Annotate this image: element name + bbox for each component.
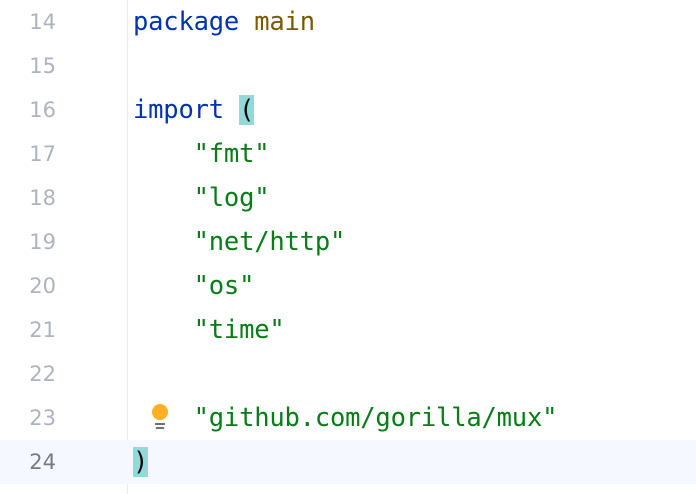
line-number[interactable]: 14 xyxy=(29,10,56,34)
code-text[interactable]: "net/http" xyxy=(133,220,346,264)
line-number[interactable]: 22 xyxy=(29,362,56,386)
code-line[interactable]: 18 "log" xyxy=(0,176,696,220)
code-text[interactable]: "os" xyxy=(133,264,255,308)
code-line[interactable]: 16 import ( xyxy=(0,88,696,132)
matched-brace: ( xyxy=(239,95,255,125)
code-token xyxy=(224,95,239,125)
code-token xyxy=(133,315,194,345)
code-line[interactable]: 20 "os" xyxy=(0,264,696,308)
code-token xyxy=(133,271,194,301)
code-text[interactable]: import ( xyxy=(133,88,254,132)
code-token: "net/http" xyxy=(193,227,346,257)
matched-brace: ) xyxy=(133,447,149,477)
line-number[interactable]: 23 xyxy=(29,406,56,430)
code-text[interactable]: package main xyxy=(133,0,315,44)
line-number[interactable]: 20 xyxy=(29,274,56,298)
code-token xyxy=(239,7,254,37)
code-line[interactable]: 19 "net/http" xyxy=(0,220,696,264)
line-number[interactable]: 24 xyxy=(29,450,56,474)
code-line[interactable]: 22 xyxy=(0,352,696,396)
code-token: "log" xyxy=(193,183,270,213)
code-token: "time" xyxy=(193,315,285,345)
code-line[interactable]: 24) xyxy=(0,440,696,484)
code-token xyxy=(133,227,194,257)
code-text[interactable]: "log" xyxy=(133,176,270,220)
line-number[interactable]: 18 xyxy=(29,186,56,210)
code-line[interactable]: 15 xyxy=(0,44,696,88)
code-token: "os" xyxy=(193,271,255,301)
gutter-divider xyxy=(127,0,128,494)
line-number[interactable]: 16 xyxy=(29,98,56,122)
code-token: "github.com/gorilla/mux" xyxy=(193,403,558,433)
code-token xyxy=(133,183,194,213)
code-line[interactable]: 17 "fmt" xyxy=(0,132,696,176)
code-token: "fmt" xyxy=(193,139,270,169)
code-line[interactable]: 21 "time" xyxy=(0,308,696,352)
code-line[interactable]: 14 package main xyxy=(0,0,696,44)
code-text[interactable]: ) xyxy=(133,440,148,484)
line-number[interactable]: 19 xyxy=(29,230,56,254)
code-text[interactable]: "time" xyxy=(133,308,285,352)
code-token: import xyxy=(133,95,224,125)
code-token: package xyxy=(133,7,240,37)
code-text[interactable]: "fmt" xyxy=(133,132,270,176)
code-line[interactable]: 23 "github.com/gorilla/mux" xyxy=(0,396,696,440)
lightbulb-icon[interactable] xyxy=(149,403,171,433)
code-token xyxy=(133,139,194,169)
line-number[interactable]: 21 xyxy=(29,318,56,342)
code-token: main xyxy=(254,7,315,37)
line-number[interactable]: 15 xyxy=(29,54,56,78)
code-text[interactable]: "github.com/gorilla/mux" xyxy=(133,396,558,440)
line-number[interactable]: 17 xyxy=(29,142,56,166)
